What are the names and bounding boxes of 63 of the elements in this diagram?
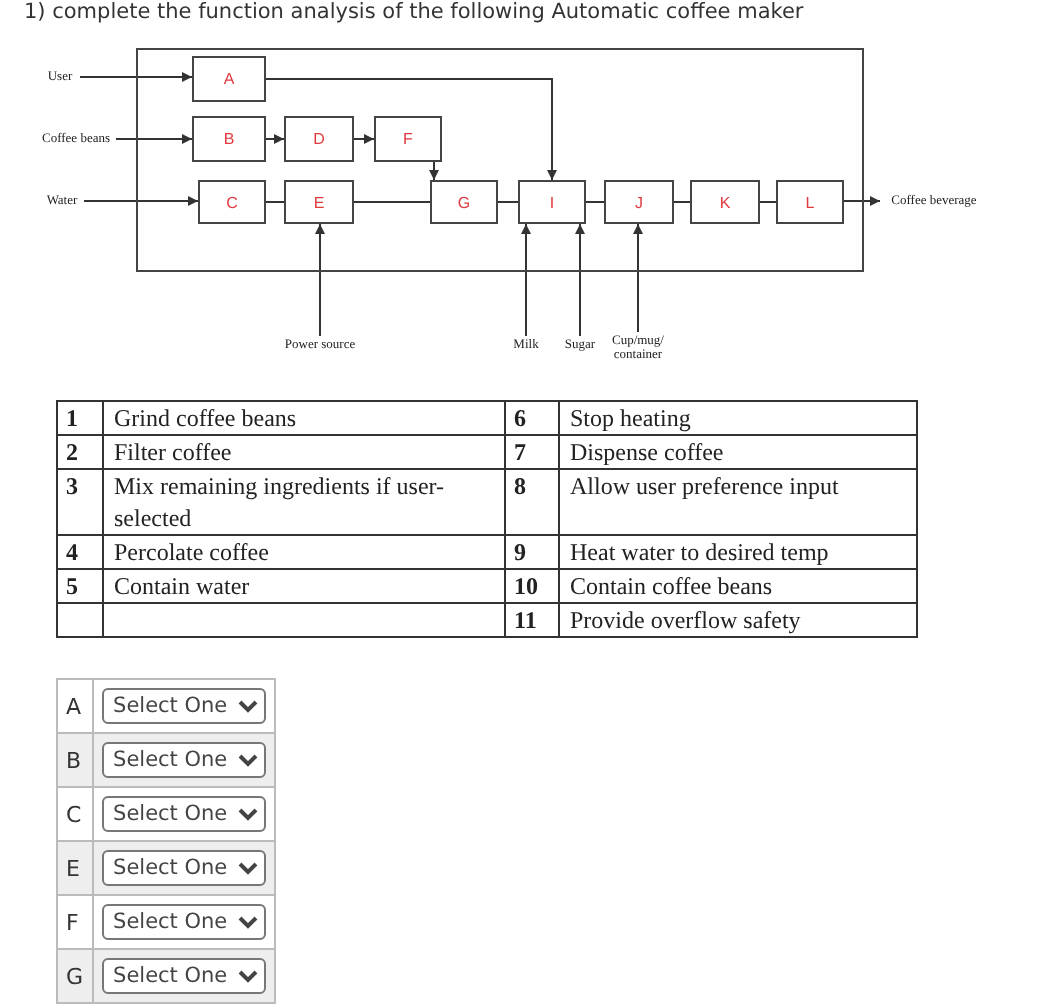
- arrow: [265, 134, 285, 144]
- function-number: 10: [505, 569, 559, 603]
- function-box: A: [192, 56, 266, 102]
- answer-letter: G: [57, 949, 93, 1003]
- arrow: [315, 223, 325, 337]
- function-number: 4: [57, 535, 103, 569]
- function-number: 8: [505, 469, 559, 535]
- dropdown: Select One: [101, 904, 266, 940]
- arrow: [843, 196, 881, 206]
- arrow: [633, 223, 643, 333]
- dropdown: Select One: [101, 742, 266, 778]
- function-number: 1: [57, 401, 103, 435]
- function-number: 7: [505, 435, 559, 469]
- function-description: Contain coffee beans: [559, 569, 917, 603]
- connector-line: [759, 201, 777, 203]
- answer-letter: E: [57, 841, 93, 895]
- function-box: B: [192, 116, 266, 162]
- function-box: I: [518, 180, 586, 224]
- function-description: Allow user preference input: [559, 469, 917, 535]
- answer-letter: A: [57, 679, 93, 733]
- function-number: 2: [57, 435, 103, 469]
- function-description: Provide overflow safety: [559, 603, 917, 637]
- connector-line: [497, 201, 519, 203]
- function-number: 9: [505, 535, 559, 569]
- function-box: C: [198, 180, 266, 224]
- function-description: Filter coffee: [103, 435, 505, 469]
- connector-line: [265, 201, 285, 203]
- function-description: Heat water to desired temp: [559, 535, 917, 569]
- function-box: F: [374, 116, 442, 162]
- function-description: Percolate coffee: [103, 535, 505, 569]
- system-boundary-box: [136, 48, 864, 272]
- function-box: G: [430, 180, 498, 224]
- function-box: D: [284, 116, 354, 162]
- arrow: [265, 78, 557, 181]
- connector-line: [353, 201, 431, 203]
- function-box: K: [690, 180, 760, 224]
- function-description: Dispense coffee: [559, 435, 917, 469]
- dropdown: Select One: [101, 688, 266, 724]
- function-description: Grind coffee beans: [103, 401, 505, 435]
- connector-line: [585, 201, 605, 203]
- arrow: [115, 134, 193, 144]
- function-box: L: [776, 180, 844, 224]
- arrow: [521, 223, 531, 337]
- function-number: 3: [57, 469, 103, 535]
- dropdown: Select One: [101, 796, 266, 832]
- function-number: 11: [505, 603, 559, 637]
- arrow: [353, 134, 375, 144]
- arrow: [429, 161, 439, 181]
- dropdown: Select One: [101, 850, 266, 886]
- function-number: 5: [57, 569, 103, 603]
- connector-line: [673, 201, 691, 203]
- arrow: [575, 223, 585, 337]
- dropdown: Select One: [101, 958, 266, 994]
- function-description: Contain water: [103, 569, 505, 603]
- arrow: [83, 196, 199, 206]
- function-number: 6: [505, 401, 559, 435]
- function-description: Mix remaining ingredients if user-selected: [103, 469, 505, 535]
- question-title: 1) complete the function analysis of the following Automatic coffee maker: [24, 0, 804, 24]
- function-description: Stop heating: [559, 401, 917, 435]
- function-box: J: [604, 180, 674, 224]
- function-box: E: [284, 180, 354, 224]
- arrow: [79, 72, 193, 82]
- answer-letter: B: [57, 733, 93, 787]
